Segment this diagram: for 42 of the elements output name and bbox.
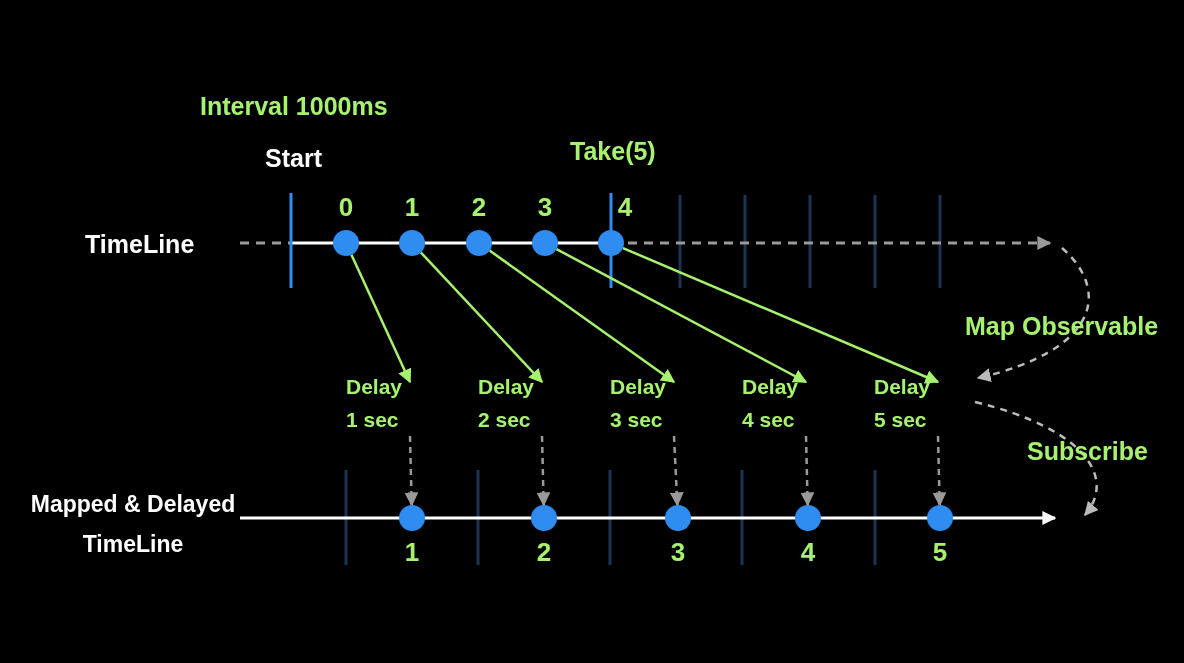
axis-label: Take(5) xyxy=(570,136,656,167)
arrow xyxy=(669,435,684,507)
arrow xyxy=(932,435,947,507)
event-number: 0 xyxy=(337,193,355,221)
event-number: 2 xyxy=(470,193,488,221)
axis-label: Map Observable xyxy=(965,311,1159,342)
event-number: 3 xyxy=(536,193,554,221)
delay-label: Delay 5 sec xyxy=(874,370,938,436)
arrow xyxy=(555,248,808,384)
event-number: 4 xyxy=(616,193,634,221)
delay-label: Delay 1 sec xyxy=(346,370,410,436)
event-dot xyxy=(333,230,359,256)
event-dot xyxy=(927,505,953,531)
arrow xyxy=(404,435,419,507)
arrow xyxy=(419,251,543,383)
event-dot xyxy=(399,230,425,256)
arrow xyxy=(488,249,676,383)
arrow xyxy=(536,435,551,507)
axis-label: Subscribe xyxy=(1027,436,1148,467)
event-dot xyxy=(665,505,691,531)
arrow xyxy=(800,435,815,507)
event-number: 3 xyxy=(669,538,687,566)
event-dot xyxy=(795,505,821,531)
axis-label: Interval 1000ms xyxy=(200,91,388,122)
event-dot xyxy=(598,230,624,256)
delay-label: Delay 2 sec xyxy=(478,370,542,436)
delay-label: Delay 3 sec xyxy=(610,370,674,436)
event-dot xyxy=(531,505,557,531)
event-dot xyxy=(532,230,558,256)
event-dot xyxy=(399,505,425,531)
event-number: 1 xyxy=(403,538,421,566)
axis-label: TimeLine xyxy=(85,229,195,260)
event-number: 4 xyxy=(799,538,817,566)
axis-label: Start xyxy=(265,143,322,174)
delay-label: Delay 4 sec xyxy=(742,370,806,436)
event-number: 1 xyxy=(403,193,421,221)
arrow xyxy=(350,254,412,384)
event-dot xyxy=(466,230,492,256)
axis-label: Mapped & Delayed TimeLine xyxy=(29,490,237,559)
event-number: 5 xyxy=(931,538,949,566)
arrow xyxy=(622,246,940,384)
event-number: 2 xyxy=(535,538,553,566)
